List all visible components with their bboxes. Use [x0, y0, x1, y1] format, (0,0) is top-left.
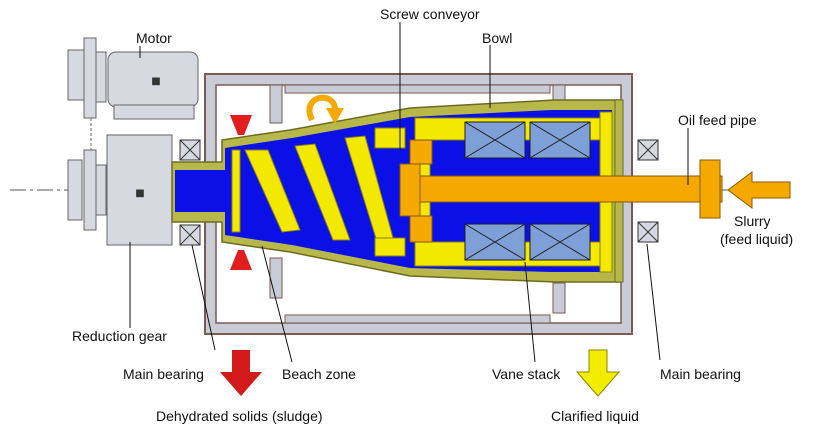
weir-red — [230, 115, 252, 270]
label-slurry: Slurry — [734, 213, 771, 229]
liquid-outlet-arrow-icon — [575, 349, 621, 397]
label-screw-conveyor: Screw conveyor — [380, 6, 480, 22]
main-bearing-left — [179, 139, 201, 246]
feed-arrow-icon — [727, 171, 791, 209]
label-feed-liquid: (feed liquid) — [720, 231, 794, 247]
solids-outlet-arrow-icon — [220, 350, 262, 396]
label-beach-zone: Beach zone — [282, 366, 356, 382]
label-clarified-liquid: Clarified liquid — [551, 408, 639, 424]
main-bearing-right — [637, 139, 659, 243]
label-dehydrated-solids: Dehydrated solids (sludge) — [156, 408, 323, 424]
label-bowl: Bowl — [482, 30, 513, 46]
label-motor: Motor — [136, 30, 172, 46]
motor: ■ — [67, 37, 199, 120]
label-oil-feed-pipe: Oil feed pipe — [678, 112, 757, 128]
motor-icon: ■ — [151, 76, 160, 87]
label-main-bearing-right: Main bearing — [660, 366, 741, 382]
rotation-arrow-icon — [306, 94, 344, 124]
reduction-gear: ■ — [106, 134, 173, 246]
oil-feed-pipe — [399, 139, 723, 243]
vane-stack — [464, 121, 591, 261]
leader-lines — [129, 22, 689, 363]
label-reduction-gear: Reduction gear — [72, 328, 167, 344]
svg-text:■: ■ — [135, 188, 144, 199]
belt-pulley — [67, 118, 107, 231]
label-vane-stack: Vane stack — [492, 366, 561, 382]
label-main-bearing-left: Main bearing — [123, 366, 204, 382]
